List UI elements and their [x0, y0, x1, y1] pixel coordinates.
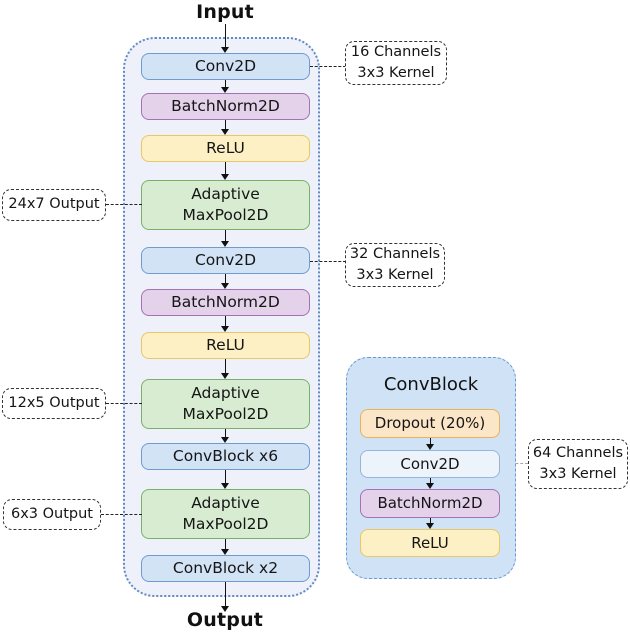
- block-maxpool-2: Adaptive MaxPool2D: [141, 379, 310, 429]
- block-conv2d-2: Conv2D: [141, 247, 310, 274]
- block-relu-1: ReLU: [141, 135, 310, 162]
- connector-pool2-output: [106, 403, 142, 404]
- block-maxpool-3: Adaptive MaxPool2D: [141, 489, 310, 539]
- annotation-32-channels: 32 Channels 3x3 Kernel: [345, 243, 445, 287]
- block-batchnorm2d-1: BatchNorm2D: [141, 93, 310, 120]
- annotation-24x7-output: 24x7 Output: [2, 189, 106, 221]
- annotation-6x3-output: 6x3 Output: [3, 499, 101, 530]
- arrow-bn1-relu1: [220, 120, 229, 135]
- arrow-conv-bn: [425, 478, 434, 489]
- arrow-input-conv1: [220, 24, 229, 53]
- annotation-64-channels: 64 Channels 3x3 Kernel: [528, 439, 628, 489]
- arrow-dropout-conv: [425, 438, 434, 450]
- input-label: Input: [196, 1, 254, 23]
- connector-pool3-output: [101, 514, 142, 515]
- cb-block-conv2d: Conv2D: [360, 450, 500, 478]
- block-conv2d-1: Conv2D: [141, 53, 310, 80]
- block-batchnorm2d-2: BatchNorm2D: [141, 289, 310, 316]
- block-maxpool-1: Adaptive MaxPool2D: [141, 180, 310, 230]
- annotation-16-channels: 16 Channels 3x3 Kernel: [345, 41, 447, 85]
- arrow-cb2-output: [220, 582, 229, 612]
- annotation-12x5-output: 12x5 Output: [2, 388, 106, 419]
- arrow-relu1-pool1: [220, 162, 229, 180]
- block-convblock-x6: ConvBlock x6: [141, 443, 310, 470]
- connector-conv1-channels: [310, 66, 346, 67]
- arrow-pool1-conv2: [220, 230, 229, 247]
- connector-pool1-output: [106, 204, 142, 205]
- arrow-cb6-pool3: [220, 470, 229, 489]
- arrow-relu2-pool2: [220, 359, 229, 379]
- arrow-conv1-bn1: [220, 80, 229, 93]
- arrow-pool3-cb2: [220, 539, 229, 555]
- convblock-title: ConvBlock: [383, 374, 479, 395]
- cb-block-batchnorm2d: BatchNorm2D: [360, 489, 500, 518]
- connector-conv2-channels: [310, 261, 346, 262]
- arrow-bn-relu: [425, 518, 434, 529]
- block-relu-2: ReLU: [141, 332, 310, 359]
- cb-block-dropout: Dropout (20%): [360, 409, 500, 438]
- block-convblock-x2: ConvBlock x2: [141, 555, 310, 582]
- arrow-conv2-bn2: [220, 274, 229, 289]
- cb-block-relu: ReLU: [360, 529, 500, 557]
- arrow-bn2-relu2: [220, 316, 229, 332]
- output-label: Output: [186, 609, 264, 631]
- arrow-pool2-cb6: [220, 429, 229, 443]
